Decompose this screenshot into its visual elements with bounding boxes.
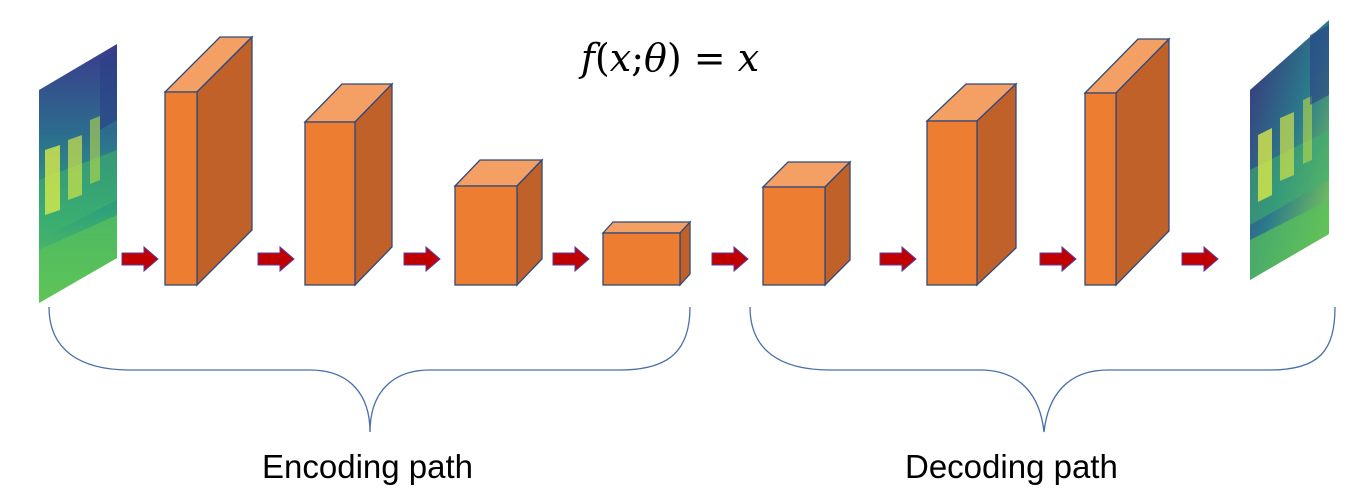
arrow-7 [1039, 245, 1077, 273]
encoder-block-1-front-face [164, 91, 198, 286]
arrow-2 [257, 245, 295, 273]
decoding-path-label: Decoding path [905, 448, 1118, 485]
arrow-5 [711, 245, 749, 273]
encoder-block-3-front-face [454, 185, 518, 286]
formula-f: f [580, 36, 595, 80]
decoder-block-1-front-face [762, 186, 826, 286]
decoder-block-2 [925, 82, 1018, 287]
decoder-block-3-front-face [1084, 92, 1117, 286]
encoder-block-1 [163, 35, 254, 287]
encoding-brace [48, 306, 691, 433]
formula-close-paren: ) [666, 36, 682, 80]
decoder-block-3 [1083, 37, 1171, 287]
formula-equals: = [681, 36, 738, 80]
encoder-block-3 [453, 158, 544, 287]
formula-result: x [737, 36, 760, 80]
bottleneck-block-top-face [601, 221, 692, 234]
encoding-path-label: Encoding path [262, 448, 474, 485]
formula-theta: θ [644, 36, 667, 80]
encoder-block-2 [303, 82, 394, 287]
arrow-8 [1181, 245, 1219, 273]
arrow-6 [879, 245, 917, 273]
bottleneck-block-front-face [602, 232, 681, 286]
decoder-block-2-front-face [926, 120, 978, 286]
formula: f(x;θ) = x [480, 36, 860, 80]
arrow-1 [121, 245, 159, 273]
bottleneck-block-side-face [679, 220, 691, 287]
encoder-block-2-front-face [304, 121, 356, 286]
arrow-4 [552, 245, 590, 273]
output-image-icon [1250, 20, 1329, 280]
input-image-icon [39, 44, 117, 303]
arrow-3 [403, 245, 441, 273]
formula-x: x [609, 36, 632, 80]
decoding-brace [749, 306, 1336, 433]
decoder-block-1 [761, 160, 852, 287]
bottleneck-block [601, 220, 692, 287]
formula-separator: ; [631, 36, 644, 80]
formula-open-paren: ( [594, 36, 610, 80]
